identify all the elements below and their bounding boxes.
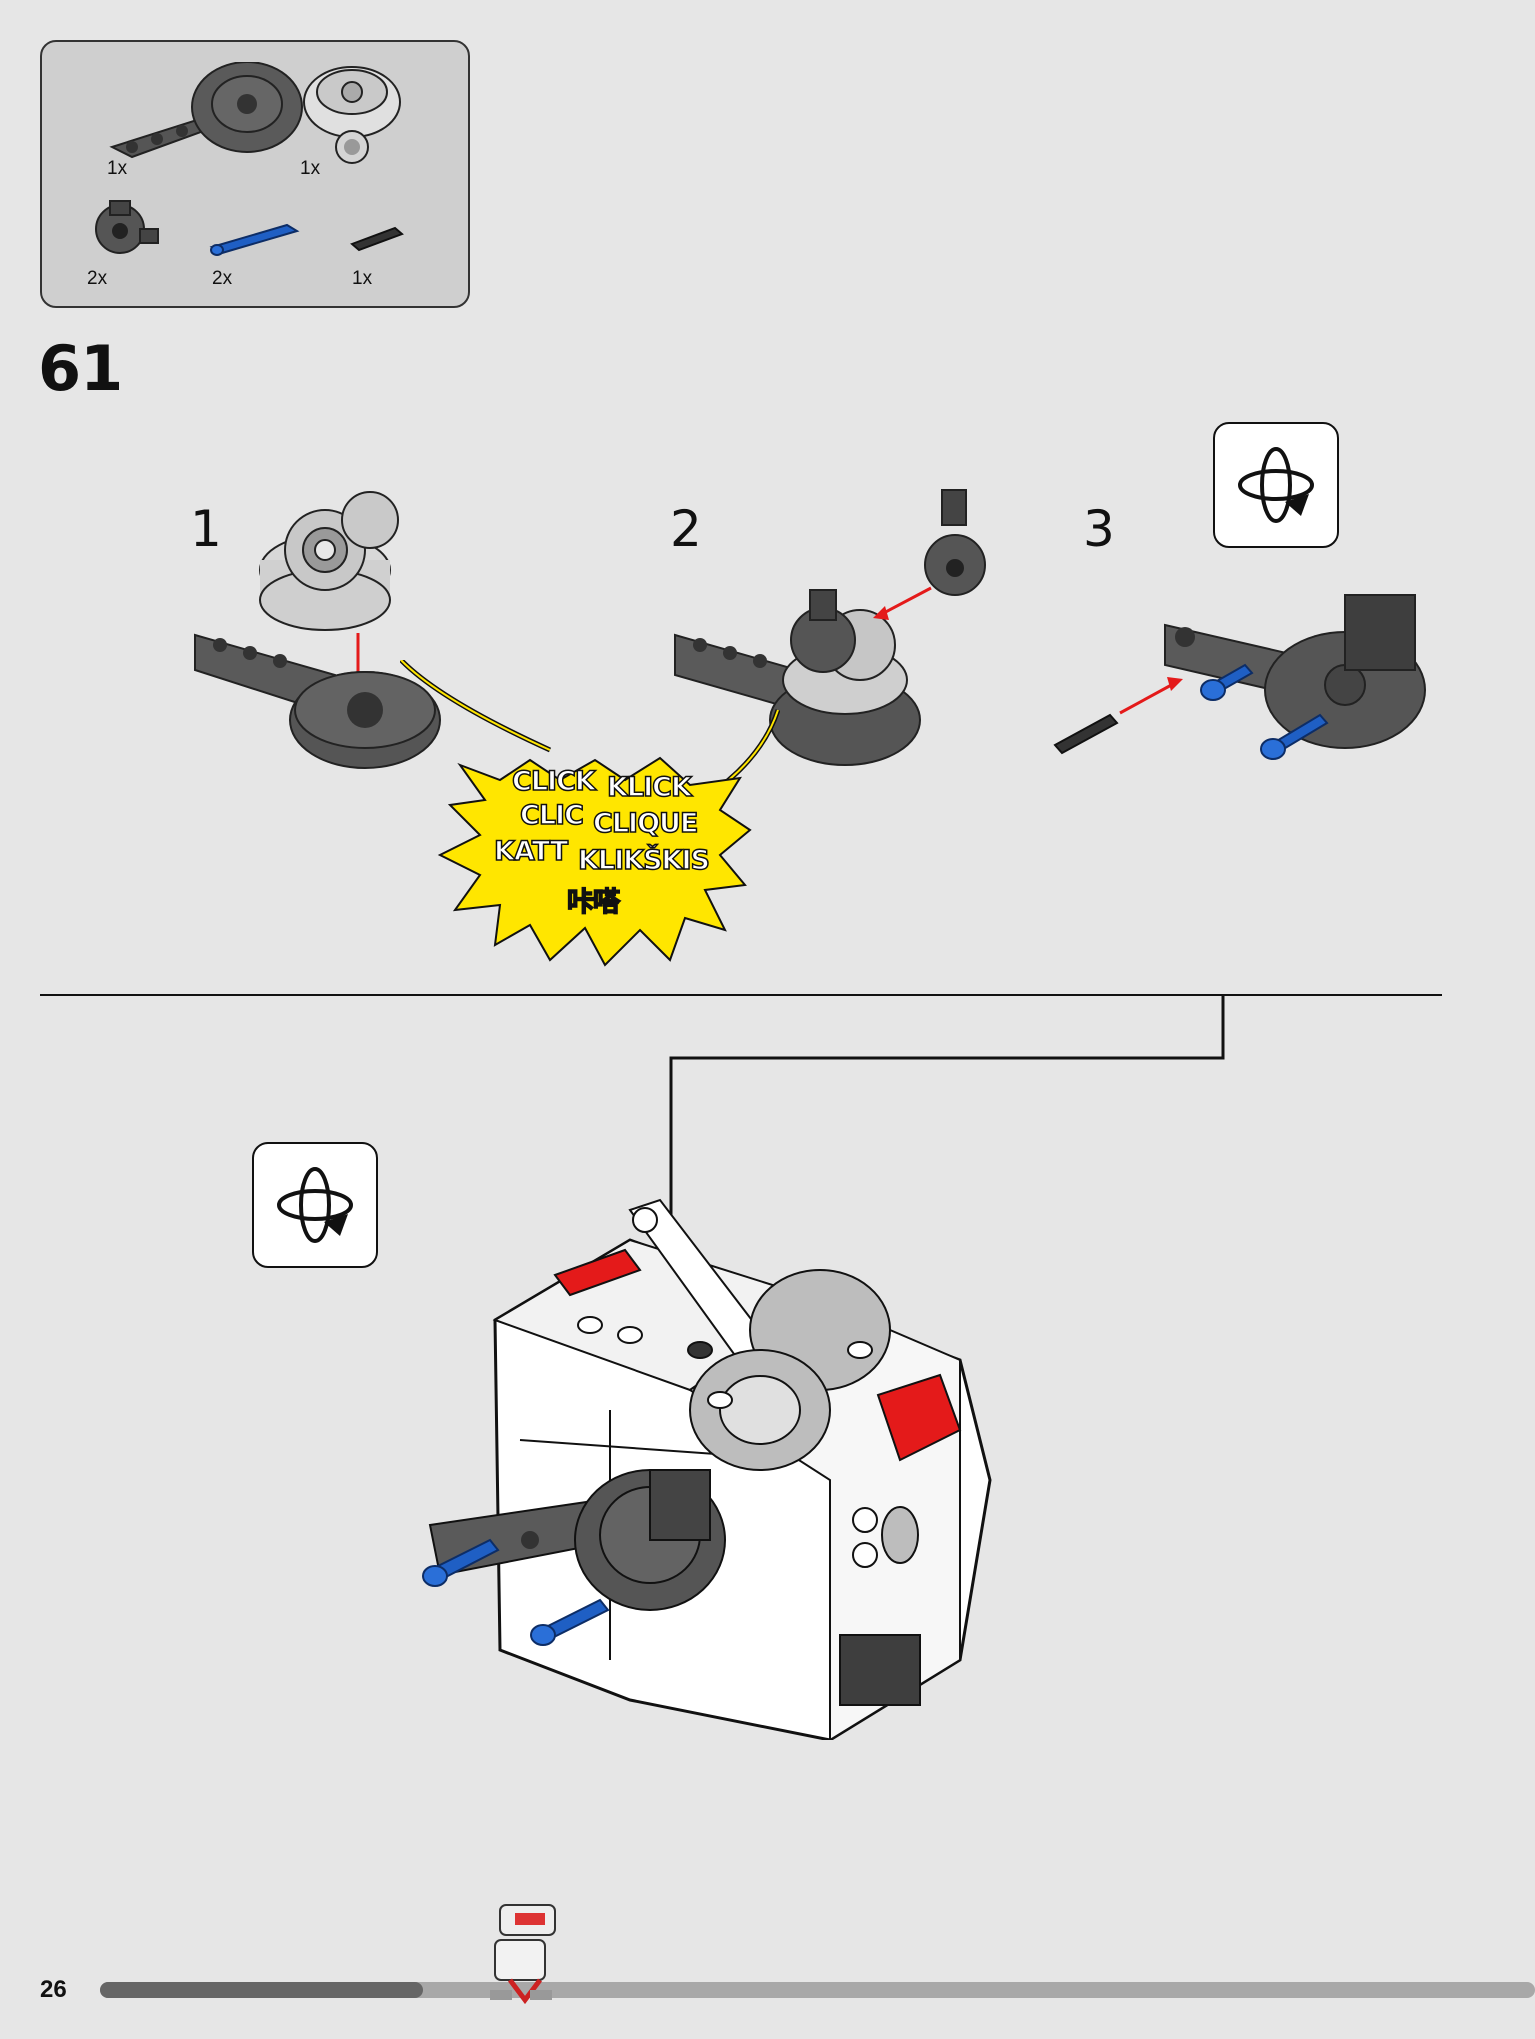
substep-number-1: 1 — [190, 500, 222, 558]
blue-pin-part-icon — [209, 223, 300, 256]
substep-number-3: 3 — [1083, 500, 1115, 558]
step-number: 61 — [38, 332, 123, 405]
liftarm-part-icon — [109, 62, 303, 159]
droid-mascot-icon — [490, 1904, 556, 2005]
rotate-model-icon — [277, 1167, 353, 1243]
click-burst-shape — [400, 660, 780, 967]
click-text-fi: KATT — [493, 835, 569, 868]
rotate-model-callout — [1213, 422, 1339, 548]
rotate-model-callout — [252, 1142, 378, 1268]
click-text-fr: CLIC — [519, 799, 584, 832]
turntable-part-icon — [303, 66, 401, 164]
click-text-zh: 咔嗒 — [566, 886, 621, 919]
click-text-clique: CLIQUE — [592, 807, 699, 840]
part-qty: 1x — [300, 158, 321, 179]
substep-1-illustration — [194, 491, 441, 769]
click-text-lt: KLIKŠKIS — [577, 844, 710, 877]
part-qty: 2x — [212, 268, 233, 289]
main-model-illustration — [422, 1198, 992, 1740]
part-qty: 2x — [87, 268, 108, 289]
page-number: 26 — [40, 1976, 67, 2003]
click-text-en: CLICK — [511, 765, 596, 798]
part-qty: 1x — [352, 268, 373, 289]
click-text-de: KLICK — [606, 771, 692, 804]
axle-connector-part-icon — [95, 200, 159, 254]
parts-list-box: 1x 1x 2x 2x 1x — [40, 40, 470, 308]
progress-track — [100, 1982, 1535, 1998]
substep-number-2: 2 — [670, 500, 702, 558]
substep-2-illustration — [674, 489, 986, 766]
black-pin-part-icon — [350, 226, 404, 252]
substep-3-illustration — [1053, 594, 1426, 760]
part-qty: 1x — [107, 158, 128, 179]
step-divider — [40, 994, 1442, 996]
rotate-model-icon — [1238, 447, 1314, 523]
progress-fill — [100, 1982, 423, 1998]
